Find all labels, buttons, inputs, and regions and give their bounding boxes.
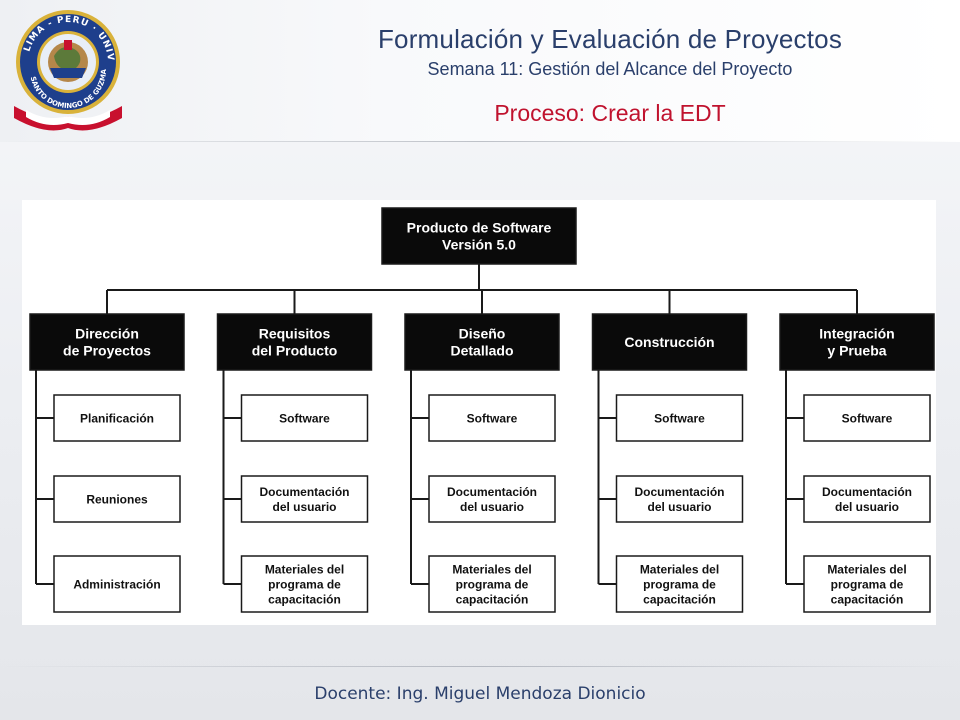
header-band — [0, 0, 960, 142]
wbs-leaf-box — [240, 475, 369, 523]
wbs-leaf-box — [615, 394, 744, 442]
wbs-leaf-box — [240, 394, 369, 442]
wbs-branch-label: Construcción — [624, 334, 714, 350]
wbs-leaf-box — [803, 394, 931, 442]
slide-subtitle: Semana 11: Gestión del Alcance del Proye… — [427, 59, 793, 79]
wbs-leaf-box — [53, 555, 181, 613]
wbs-leaf-label: Administración — [73, 577, 160, 591]
wbs-leaf-box — [240, 555, 369, 613]
wbs-leaf-label: Planificación — [80, 411, 154, 425]
slide-title: Formulación y Evaluación de Proyectos — [377, 24, 843, 54]
university-seal-logo: LIMA - PERU · UNIVERSIDAD SANTO DOMINGO … — [6, 4, 122, 131]
wbs-branch-box — [29, 313, 185, 371]
wbs-leaf-box — [53, 394, 181, 442]
wbs-leaf-label: Software — [654, 411, 705, 425]
wbs-leaf-box — [428, 394, 556, 442]
footer-divider — [0, 666, 960, 667]
wbs-leaf-label: Software — [279, 411, 330, 425]
footer-instructor: Docente: Ing. Miguel Mendoza Dionicio — [314, 684, 646, 704]
wbs-leaf-label: Software — [467, 411, 518, 425]
process-title: Proceso: Crear la EDT — [494, 100, 726, 126]
wbs-leaf-label: Software — [842, 411, 893, 425]
wbs-leaf-box — [803, 555, 931, 613]
wbs-leaf-box — [53, 475, 181, 523]
wbs-leaf-box — [803, 475, 931, 523]
wbs-leaf-box — [615, 475, 744, 523]
wbs-leaf-label: Reuniones — [86, 492, 148, 506]
wbs-leaf-box — [615, 555, 744, 613]
wbs-branch-box — [404, 313, 560, 371]
wbs-branch-box — [591, 313, 748, 371]
wbs-branch-box — [779, 313, 935, 371]
wbs-leaf-box — [428, 475, 556, 523]
wbs-leaf-box — [428, 555, 556, 613]
wbs-branch-box — [216, 313, 373, 371]
